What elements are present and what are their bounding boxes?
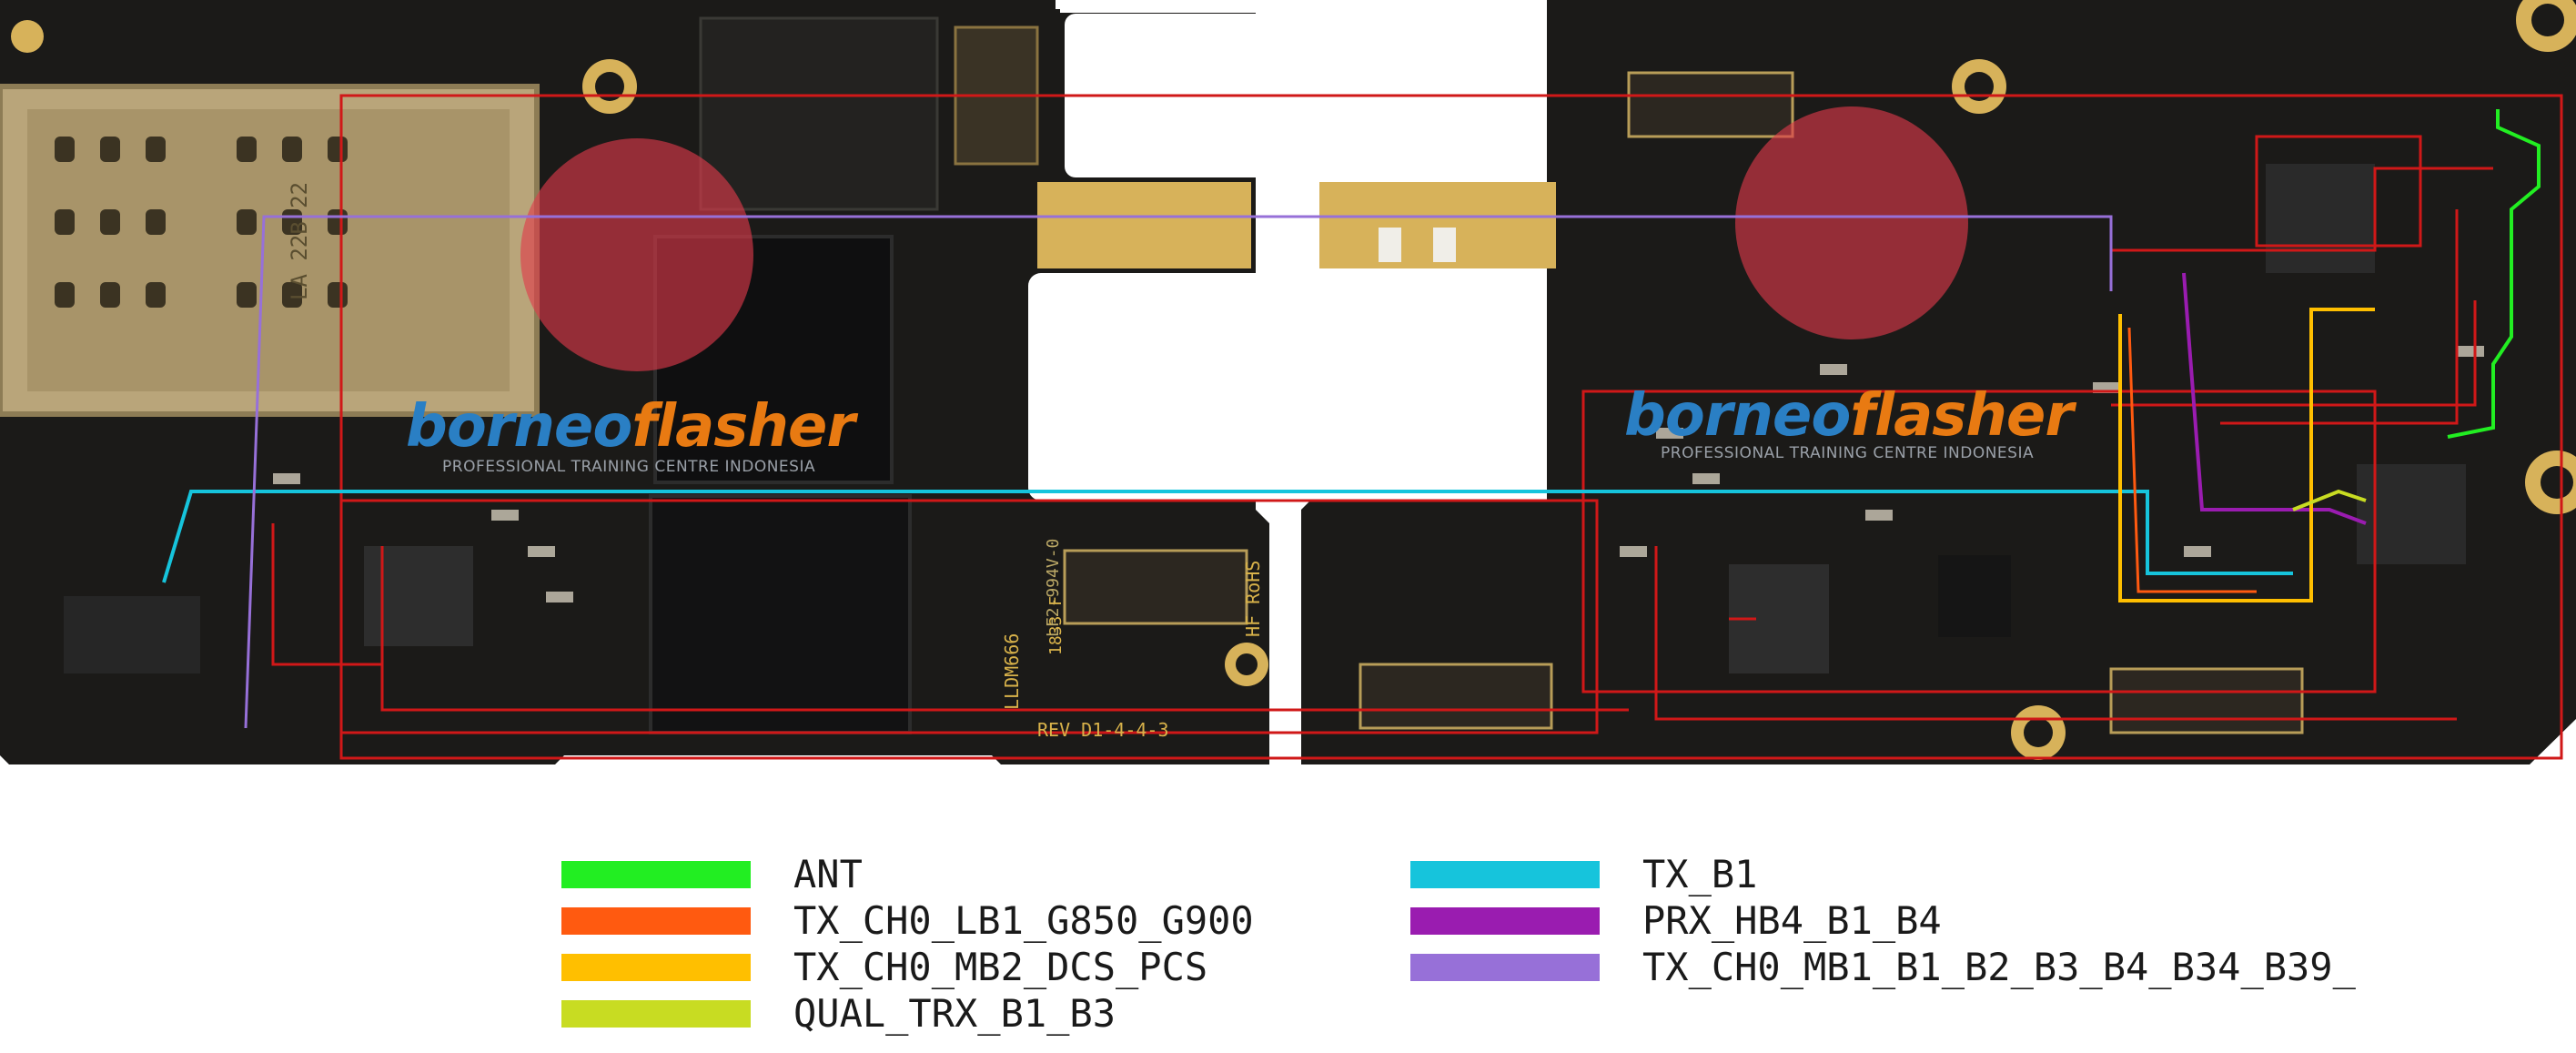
watermark-tagline-left: PROFESSIONAL TRAINING CENTRE INDONESIA <box>442 458 816 476</box>
legend-swatch <box>561 954 751 981</box>
passive-components <box>273 346 2484 602</box>
pcb-board-image <box>0 0 2576 774</box>
legend-label: QUAL_TRX_B1_B3 <box>793 991 1116 1036</box>
red-trace-network <box>271 94 2563 760</box>
trace-tx-ch0-lb1 <box>2127 327 2257 593</box>
trace-prx-hb4 <box>2182 272 2367 525</box>
legend: ANT TX_CH0_LB1_G850_G900 TX_CH0_MB2_DCS_… <box>0 846 2576 1047</box>
trace-qual-trx <box>2292 489 2367 511</box>
trace-ant <box>2447 109 2541 439</box>
pcb-diagram: borneoflasher PROFESSIONAL TRAINING CENT… <box>0 0 2576 774</box>
connector-center-left <box>1063 549 1248 625</box>
legend-swatch <box>1410 861 1600 888</box>
connector-top-right <box>1627 71 1794 138</box>
sim-contacts <box>55 137 348 308</box>
watermark-logo-right <box>1735 106 1968 339</box>
connector-bottom-right <box>2109 667 2304 734</box>
legend-label: TX_CH0_LB1_G850_G900 <box>793 898 1254 943</box>
watermark-brand-part2: flasher <box>631 393 855 461</box>
legend-label: PRX_HB4_B1_B4 <box>1642 898 1942 943</box>
watermark-logo-left <box>520 138 753 371</box>
legend-swatch <box>561 907 751 935</box>
chip-right-rf <box>2266 164 2375 273</box>
trace-tx-ch0-mb2 <box>2118 308 2375 602</box>
sim-tray-inner <box>27 109 510 391</box>
chip-right-pmic <box>2357 464 2466 564</box>
gold-pad-white-2 <box>1433 228 1456 262</box>
silkscreen-date: 1833 F <box>1046 595 1066 655</box>
watermark-brand-right: borneoflasher <box>1624 382 2074 450</box>
silkscreen-rev: REV D1-4-4-3 <box>1037 719 1169 741</box>
watermark-brand-left: borneoflasher <box>406 393 855 461</box>
chip-right-2 <box>1938 555 2011 637</box>
trace-tx-ch0-mb1 <box>244 215 2113 729</box>
legend-swatch <box>1410 954 1600 981</box>
chip-memory <box>649 494 912 734</box>
chip-small-left <box>64 596 200 673</box>
trace-tx-b1 <box>162 490 2293 583</box>
legend-swatch <box>561 861 751 888</box>
legend-label: ANT <box>793 852 863 896</box>
legend-swatch <box>561 1000 751 1028</box>
connector-center-right <box>1359 663 1553 730</box>
board-cutout-top <box>1060 0 1542 13</box>
legend-swatch <box>1410 907 1600 935</box>
watermark-brand-part2: flasher <box>1850 382 2074 450</box>
legend-label: TX_CH0_MB1_B1_B2_B3_B4_B34_B39_ <box>1642 945 2356 989</box>
gold-tab-left <box>1037 182 1251 268</box>
chip-bga-left <box>364 546 473 646</box>
board-cutout-gap <box>1272 501 1301 774</box>
watermark-brand-part1: borneo <box>406 393 632 461</box>
chip-left-shield <box>699 16 939 211</box>
silkscreen-hf: HF RoHS <box>1242 560 1264 637</box>
legend-label: TX_CH0_MB2_DCS_PCS <box>793 945 1208 989</box>
silkscreen-model: LLDM666 <box>1001 633 1023 710</box>
watermark-brand-part1: borneo <box>1624 382 1851 450</box>
board-cutout-window-2 <box>1028 273 1547 501</box>
silkscreen-sim: LA 22B 22 <box>287 181 312 300</box>
legend-label: TX_B1 <box>1642 852 1758 896</box>
watermark-tagline-right: PROFESSIONAL TRAINING CENTRE INDONESIA <box>1661 444 2035 462</box>
gold-pad-white-1 <box>1379 228 1401 262</box>
